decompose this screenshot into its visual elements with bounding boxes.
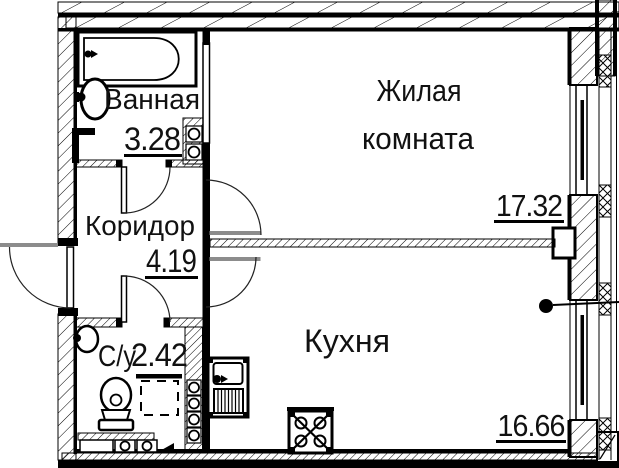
stove-icon (287, 407, 334, 455)
partition-living-kitchen (209, 238, 556, 248)
vent-duct-icon (188, 381, 200, 394)
living-room-area: 17.32 (496, 188, 562, 223)
bathroom-door-arc (123, 166, 171, 214)
living-room-label-line1: Жилая (377, 73, 462, 108)
vent-duct-icon (188, 429, 200, 442)
corridor-area-underline (145, 276, 198, 279)
wall-niche (551, 226, 577, 260)
partition-central (202, 31, 211, 452)
facade-glazing (598, 28, 617, 460)
exterior-wall-top (57, 1, 619, 32)
washbasin-bathroom-icon (74, 77, 111, 121)
living-room-door-leaf (202, 180, 210, 235)
bathroom-label: Ванная (104, 84, 200, 116)
wc-label: С/у (98, 340, 136, 373)
entrance-door-arc (8, 246, 71, 309)
wc-area: 2.42 (131, 337, 187, 373)
wc-door-leaf (120, 275, 128, 323)
callout-leader-line (552, 301, 619, 306)
entrance-door-leaf (66, 246, 75, 309)
vent-shaft-wc (184, 326, 203, 451)
toilet-icon (97, 376, 135, 432)
callout-dot (539, 299, 553, 313)
living-room-door (202, 179, 262, 236)
wall-stub-bathroom (72, 128, 95, 163)
wc-door (120, 275, 171, 323)
living-room-area-underline (494, 220, 564, 223)
partition-corridor-wc (75, 317, 204, 328)
window-kitchen (569, 299, 597, 421)
kitchen-door-leaf (202, 255, 210, 305)
bathtub-icon (76, 30, 198, 88)
entrance-door (0, 243, 75, 309)
bathroom-area-underline (124, 154, 182, 157)
corridor-label: Коридор (85, 210, 195, 241)
kitchen-area: 16.66 (498, 408, 565, 443)
bathroom-area: 3.28 (124, 121, 180, 157)
vent-duct-icon (187, 145, 201, 159)
vent-duct-icon (188, 397, 200, 410)
wc-door-arc (123, 275, 171, 323)
wc-cabinet (77, 432, 174, 453)
room-labels: Ванная 3.28 Жилая комната 17.32 Коридор … (85, 73, 566, 443)
callout-marker (539, 299, 619, 313)
vent-duct-icon (187, 127, 201, 141)
window-living-room (569, 84, 597, 196)
kitchen-door (202, 255, 261, 308)
exterior-wall-left (57, 16, 78, 461)
threshold-wedge (158, 443, 174, 452)
living-room-label-line2: комната (362, 121, 475, 156)
bathroom-door-leaf (120, 166, 128, 214)
vent-duct-icon (188, 413, 200, 426)
kitchen-sink-icon (206, 356, 250, 419)
washing-machine-icon (136, 374, 182, 416)
corridor-area: 4.19 (146, 243, 196, 279)
bathroom-door (120, 166, 171, 214)
kitchen-door-arc (205, 256, 257, 308)
vent-shaft-bathroom (182, 117, 204, 165)
living-room-door-arc (205, 179, 262, 236)
kitchen-area-underline (496, 440, 566, 443)
washbasin-wc-icon (73, 324, 100, 354)
kitchen-label: Кухня (304, 323, 390, 359)
